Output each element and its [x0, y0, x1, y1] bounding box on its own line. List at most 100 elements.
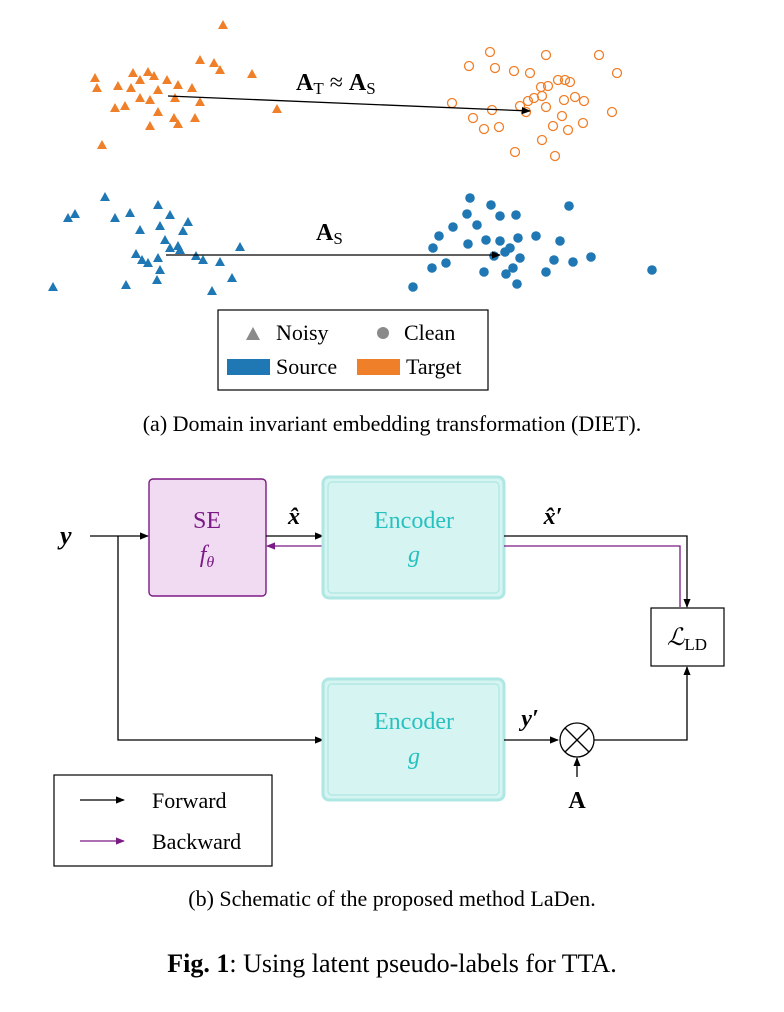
noisy-legend-icon	[246, 327, 260, 340]
noisy-point	[143, 67, 153, 76]
clean-point	[586, 252, 596, 262]
noisy-point	[70, 209, 80, 218]
arrow-legend: Forward Backward	[53, 774, 273, 867]
noisy-point	[137, 255, 147, 264]
clean-point	[577, 117, 589, 129]
clean-point	[479, 267, 489, 277]
legend-clean: Clean	[404, 320, 455, 345]
encoder-to-loss-arrow	[504, 535, 691, 608]
encoder-top-title: Encoder	[374, 508, 454, 534]
clean-point	[428, 243, 438, 253]
clean-point	[441, 258, 451, 268]
target-clean-cluster	[446, 46, 623, 162]
noisy-point	[190, 113, 200, 122]
noisy-point	[153, 253, 163, 262]
multiply-to-loss-arrow	[594, 666, 691, 741]
clean-point	[549, 150, 561, 162]
y-prime-label: y′	[518, 706, 538, 732]
clean-point	[505, 243, 515, 253]
clean-point	[522, 95, 534, 107]
loss-label: ℒLD	[667, 625, 707, 654]
encoder-bottom-function: g	[408, 744, 420, 770]
clean-point	[542, 80, 554, 92]
noisy-point	[120, 101, 130, 110]
clean-point	[509, 146, 521, 158]
noisy-point	[215, 257, 225, 266]
clean-legend-icon	[377, 327, 389, 339]
loss-block: ℒLD	[650, 607, 725, 667]
noisy-point	[155, 265, 165, 274]
noisy-point	[175, 245, 185, 254]
noisy-point	[272, 104, 282, 113]
noisy-point	[183, 217, 193, 226]
loss-backward-line	[504, 545, 681, 607]
clean-point	[611, 67, 623, 79]
clean-point	[481, 235, 491, 245]
noisy-point	[153, 107, 163, 116]
clean-point	[501, 269, 511, 279]
clean-point	[489, 251, 499, 261]
noisy-point	[227, 273, 237, 282]
clean-point	[540, 49, 552, 61]
clean-point	[536, 134, 548, 146]
noisy-point	[165, 243, 175, 252]
clean-point	[484, 46, 496, 58]
caption-b: (b) Schematic of the proposed method LaD…	[188, 886, 595, 911]
clean-point	[568, 257, 578, 267]
clean-point	[434, 231, 444, 241]
noisy-point	[48, 282, 58, 291]
noisy-point	[153, 200, 163, 209]
clean-point	[558, 94, 570, 106]
noisy-point	[113, 81, 123, 90]
clean-point	[463, 60, 475, 72]
arrow-label-target: AT≈AS	[296, 70, 376, 98]
legend-source: Source	[276, 354, 337, 379]
clean-point	[495, 236, 505, 246]
clean-point	[564, 76, 576, 88]
clean-point	[446, 97, 458, 109]
clean-point	[448, 222, 458, 232]
clean-point	[569, 91, 581, 103]
legend-forward: Forward	[152, 788, 227, 813]
clean-point	[541, 267, 551, 277]
target-legend-swatch	[357, 359, 400, 375]
noisy-point	[152, 275, 162, 284]
encoder-bottom-block: Encoder g	[321, 677, 506, 802]
clean-point	[493, 121, 505, 133]
noisy-point	[153, 85, 163, 94]
a-matrix-label: A	[568, 788, 586, 814]
noisy-point	[235, 242, 245, 251]
noisy-point	[160, 235, 170, 244]
clean-point	[513, 233, 523, 243]
figure-caption: Fig. 1: Using latent pseudo-labels for T…	[167, 949, 616, 978]
clean-point	[593, 49, 605, 61]
clean-point	[489, 62, 501, 74]
noisy-point	[195, 97, 205, 106]
noisy-point	[145, 121, 155, 130]
noisy-point	[128, 68, 138, 77]
noisy-point	[63, 213, 73, 222]
noisy-point	[173, 80, 183, 89]
scatter-legend: Noisy Clean Source Target	[217, 309, 489, 391]
noisy-point	[126, 83, 136, 92]
noisy-point	[195, 55, 205, 64]
clean-point	[549, 255, 559, 265]
multiply-node	[559, 722, 595, 758]
noisy-point	[173, 119, 183, 128]
clean-point	[508, 263, 518, 273]
noisy-point	[198, 255, 208, 264]
legend-noisy: Noisy	[276, 320, 329, 345]
encoder-bottom-title: Encoder	[374, 709, 454, 735]
se-title: SE	[193, 508, 221, 534]
noisy-point	[92, 83, 102, 92]
input-branch-line	[117, 536, 324, 744]
noisy-point	[135, 225, 145, 234]
clean-point	[559, 74, 571, 86]
legend-backward: Backward	[152, 829, 241, 854]
clean-point	[486, 200, 496, 210]
clean-point	[511, 210, 521, 220]
clean-point	[562, 124, 574, 136]
encoder-top-function: g	[408, 542, 420, 568]
noisy-point	[90, 73, 100, 82]
transform-arrow-target	[167, 95, 531, 115]
